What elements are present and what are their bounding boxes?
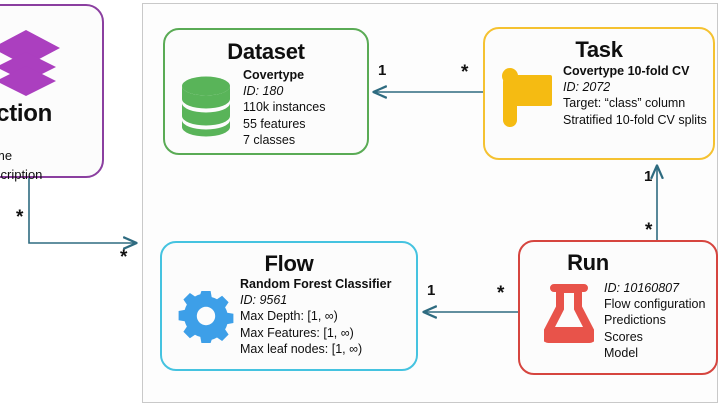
run-line-4: Model — [604, 345, 639, 360]
mult-task-to-dataset-target: 1 — [378, 62, 387, 79]
layers-icon — [0, 26, 62, 103]
task-title: Task — [575, 37, 623, 62]
task-line-1: ID: 2072 — [563, 80, 611, 95]
flow-line-1: ID: 9561 — [240, 293, 288, 308]
mult-run-to-task-source: * — [645, 220, 653, 241]
dataset-title: Dataset — [227, 39, 305, 64]
mult-collection-to-frame-source: * — [16, 207, 24, 228]
collection-body: me scription — [0, 146, 42, 184]
entity-box-flow[interactable]: Flow Random Forest Classifier ID: 9561 M… — [160, 241, 418, 371]
mult-run-to-flow-source: * — [497, 283, 505, 304]
task-line-0: Covertype 10-fold CV — [563, 64, 690, 78]
run-body: ID: 10160807 Flow configuration Predicti… — [604, 280, 705, 361]
flow-line-3: Max Features: [1, ∞) — [240, 325, 354, 340]
run-line-3: Scores — [604, 329, 643, 344]
task-body: Covertype 10-fold CV ID: 2072 Target: “c… — [563, 63, 707, 128]
task-line-3: Stratified 10-fold CV splits — [563, 112, 707, 127]
run-line-1: Flow configuration — [604, 297, 706, 312]
dataset-line-0: Covertype — [243, 68, 305, 82]
mult-run-to-flow-target: 1 — [427, 282, 436, 299]
collection-line-0: me — [0, 148, 13, 163]
entity-box-run[interactable]: Run ID: 10160807 Flow configuration Pred… — [518, 240, 718, 375]
mult-task-to-dataset-source: * — [461, 62, 469, 83]
dataset-line-2: 110k instances — [243, 100, 326, 115]
flow-line-0: Random Forest Classifier — [240, 277, 392, 291]
edge-collection-to-frame — [28, 178, 136, 243]
dataset-line-1: ID: 180 — [243, 84, 284, 99]
flow-line-2: Max Depth: [1, ∞) — [240, 309, 338, 324]
database-icon — [180, 75, 232, 142]
entity-box-collection[interactable]: ollection me scription — [0, 4, 104, 182]
run-line-2: Predictions — [604, 313, 666, 328]
entity-box-dataset[interactable]: Dataset Covertype ID: 180 110k instances… — [163, 28, 369, 155]
entity-box-task[interactable]: Task Covertype 10-fold CV ID: 2072 Targe… — [483, 27, 715, 160]
dataset-line-4: 7 classes — [243, 132, 296, 147]
flow-body: Random Forest Classifier ID: 9561 Max De… — [240, 276, 391, 357]
mult-collection-to-frame-target: * — [120, 247, 128, 268]
collection-title: ollection — [0, 100, 52, 127]
flow-line-4: Max leaf nodes: [1, ∞) — [240, 341, 363, 356]
collection-line-1: scription — [0, 167, 43, 182]
flow-title: Flow — [264, 251, 314, 276]
gear-icon — [178, 289, 234, 350]
run-title: Run — [567, 250, 609, 275]
flask-icon — [541, 282, 597, 349]
mult-run-to-task-target: 1 — [644, 168, 653, 185]
flag-icon — [501, 67, 555, 134]
run-line-0: ID: 10160807 — [604, 281, 680, 295]
dataset-line-3: 55 features — [243, 116, 306, 131]
dataset-body: Covertype ID: 180 110k instances 55 feat… — [243, 67, 325, 148]
task-line-2: Target: “class” column — [563, 96, 686, 111]
